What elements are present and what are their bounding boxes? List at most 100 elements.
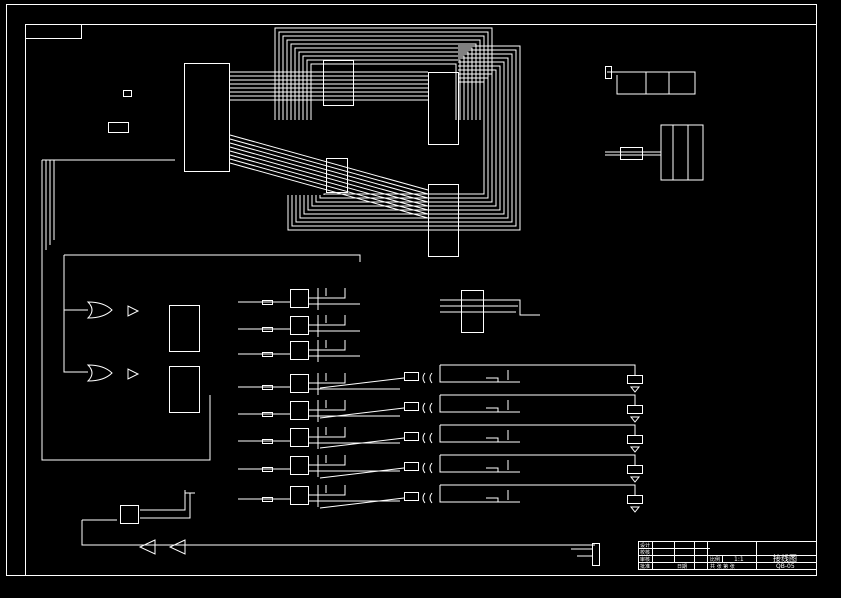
inner-border [25, 24, 817, 576]
bus-line [311, 69, 497, 207]
relay-contact [422, 372, 433, 384]
relay-contact [422, 462, 433, 474]
bus-line [307, 65, 501, 211]
relay-wiring [439, 394, 636, 413]
output-relay [627, 405, 643, 414]
output-relay [627, 435, 643, 444]
driver-wiring [238, 340, 360, 357]
gate-wiring [63, 254, 361, 373]
bus-line [315, 73, 493, 203]
data-line [229, 146, 429, 203]
driver-ic [290, 401, 309, 420]
driver-channels [238, 288, 400, 507]
or-gate-2 [86, 364, 113, 382]
driver-ic [290, 316, 309, 335]
bus-line [282, 35, 485, 120]
reset-switch [108, 122, 129, 133]
row-label-approve: 批准 [640, 563, 650, 570]
decoder-ic-1 [169, 305, 200, 352]
power-supply-1 [607, 71, 696, 95]
channel-link [319, 377, 405, 389]
data-line [229, 162, 429, 219]
bus-line [306, 59, 461, 120]
bus-line [299, 57, 509, 219]
driver-wiring [238, 315, 360, 332]
driver-component [317, 288, 327, 310]
relay-coil [404, 462, 419, 471]
diode [629, 386, 641, 393]
driver-ic [290, 456, 309, 475]
opamp-1 [138, 539, 156, 555]
driver-ic [290, 486, 309, 505]
row-label-date: 日期 [677, 564, 687, 570]
bridge-rectifier [620, 147, 643, 160]
relay-contact [422, 492, 433, 504]
relay-outputs [319, 364, 643, 513]
bus-line [303, 61, 505, 215]
relay-coil [404, 402, 419, 411]
relay-wiring [439, 484, 636, 503]
relay-coil [404, 372, 419, 381]
decoder-ic-2 [169, 366, 200, 413]
driver-wiring [238, 373, 400, 390]
mcu-ic [184, 63, 230, 172]
channel-link [319, 467, 405, 479]
driver-component [317, 315, 327, 337]
corner-label-box [25, 24, 82, 39]
driver-component [317, 455, 327, 477]
driver-ic [290, 341, 309, 360]
data-line [229, 158, 429, 215]
output-relay [627, 375, 643, 384]
data-line [229, 142, 429, 199]
relay-component [486, 400, 509, 412]
sheet-info: 共 张 第 张 [710, 563, 735, 570]
driver-wiring [238, 288, 360, 305]
data-line [229, 134, 429, 191]
relay-contact [422, 402, 433, 414]
relay-component [486, 370, 509, 382]
channel-link [319, 497, 405, 509]
relay-component [486, 460, 509, 472]
buffer-2 [127, 368, 140, 380]
diode [629, 506, 641, 513]
bus-line [298, 51, 469, 120]
bus-line [290, 43, 477, 120]
power-supply-2 [605, 124, 704, 181]
feedback-ic [120, 505, 139, 524]
row-label-design: 设计 [640, 542, 650, 549]
relay-component [486, 490, 509, 502]
relay-coil [404, 492, 419, 501]
driver-component [317, 373, 327, 395]
channel-link [319, 437, 405, 449]
power-connector [605, 66, 612, 79]
latch-ic [323, 60, 354, 106]
bus-line [323, 81, 485, 195]
driver-ic [290, 289, 309, 308]
output-relay [627, 495, 643, 504]
relay-contact [422, 432, 433, 444]
relay-component [486, 430, 509, 442]
bus-line [287, 45, 521, 231]
crystal [123, 90, 132, 97]
drawing-number: QB-05 [776, 563, 795, 570]
output-relay [627, 465, 643, 474]
left-vertical-bus [41, 159, 211, 461]
relay-wiring [439, 424, 636, 443]
scale-value: 1:1 [734, 556, 744, 563]
data-line [229, 150, 429, 207]
bus-line [295, 53, 513, 223]
driver-component [317, 400, 327, 422]
feedback-wiring [81, 490, 595, 546]
relay-wiring [439, 454, 636, 473]
eprom-ic [428, 72, 459, 145]
relay-coil [404, 432, 419, 441]
relay-wiring [439, 364, 636, 383]
ram-ic [428, 184, 459, 257]
driver-wiring [238, 400, 400, 417]
row-label-check: 校核 [640, 549, 650, 556]
bus-line [291, 49, 517, 227]
diode [629, 416, 641, 423]
opamp-2 [168, 539, 186, 555]
